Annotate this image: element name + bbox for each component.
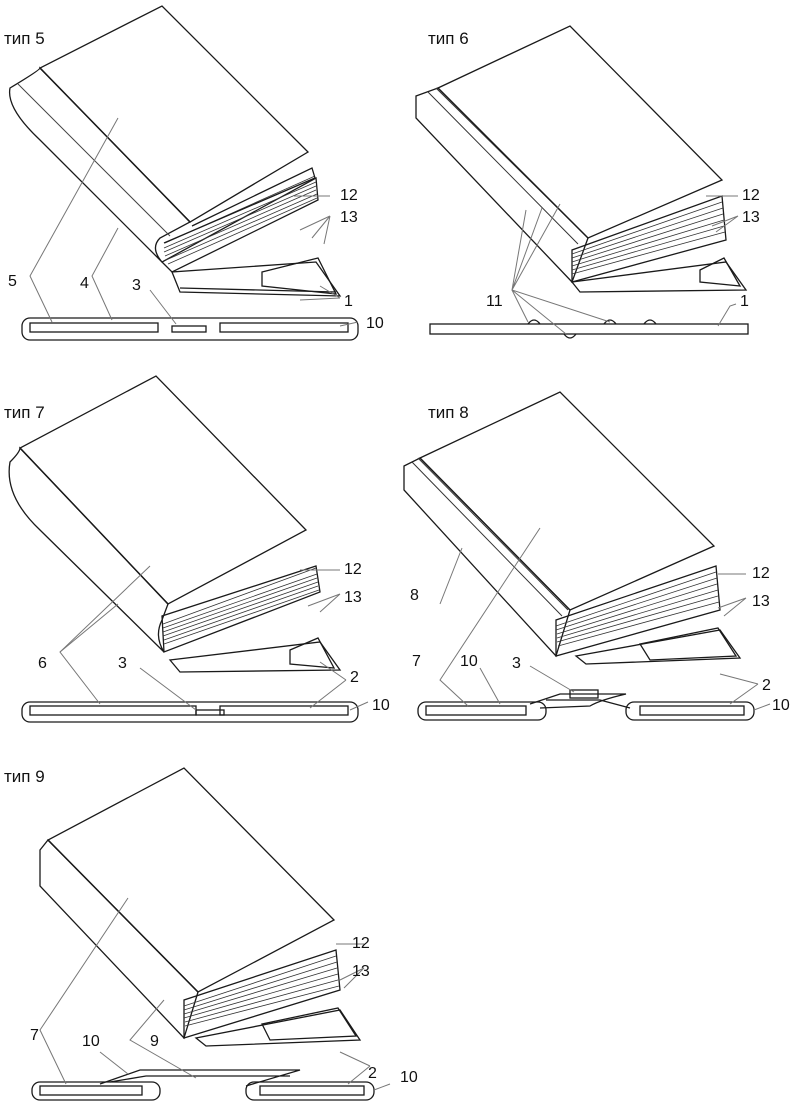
callout-label: 12 (752, 565, 770, 582)
cross-section (429, 319, 749, 339)
book-illustration (39, 767, 362, 1047)
callout-label: 12 (340, 187, 358, 204)
leader-lines (511, 195, 739, 335)
callout-label: 7 (30, 1027, 39, 1044)
book-illustration (403, 391, 742, 665)
callout-label: 2 (350, 669, 359, 686)
callout-label: 12 (742, 187, 760, 204)
callout-label: 11 (486, 293, 503, 310)
diagram-title: тип 9 (4, 767, 45, 786)
callout-label: 10 (372, 697, 390, 714)
callout-label: 13 (752, 593, 770, 610)
callout-label: 3 (132, 277, 141, 294)
book-illustration (8, 375, 342, 673)
cross-section (31, 1069, 375, 1101)
callout-label: 8 (410, 587, 419, 604)
leader-lines (59, 565, 369, 711)
callout-label: 10 (460, 653, 478, 670)
leader-lines (39, 897, 391, 1091)
callout-label: 3 (512, 655, 521, 672)
callout-label: 4 (80, 275, 89, 292)
cross-section (417, 689, 755, 721)
diagram-type-5: тип 5 (4, 5, 384, 341)
callout-label: 1 (740, 293, 749, 310)
callout-label: 6 (38, 655, 47, 672)
callout-label: 13 (352, 963, 370, 980)
diagram-type-6: тип 6 12 13 11 1 (415, 25, 760, 339)
callout-label: 13 (742, 209, 760, 226)
leader-lines (439, 527, 771, 711)
callout-label: 10 (772, 697, 790, 714)
callout-label: 3 (118, 655, 127, 672)
diagram-title: тип 7 (4, 403, 45, 422)
diagram-title: тип 8 (428, 403, 469, 422)
callout-label: 2 (762, 677, 771, 694)
callout-label: 13 (344, 589, 362, 606)
callout-label: 12 (344, 561, 362, 578)
diagram-type-8: тип 8 (403, 391, 790, 721)
book-illustration (8, 5, 342, 297)
book-illustration (415, 25, 748, 293)
callout-label: 5 (8, 273, 17, 290)
callout-label: 13 (340, 209, 358, 226)
cross-section (21, 317, 359, 341)
callout-label: 1 (344, 293, 353, 310)
diagram-title: тип 5 (4, 29, 45, 48)
callout-label: 10 (366, 315, 384, 332)
diagram-title: тип 6 (428, 29, 469, 48)
callout-label: 2 (368, 1065, 377, 1082)
diagram-type-7: тип 7 12 13 (4, 375, 390, 723)
callout-label: 10 (400, 1069, 418, 1086)
cross-section (21, 701, 359, 723)
callout-label: 9 (150, 1033, 159, 1050)
callout-label: 7 (412, 653, 421, 670)
callout-label: 10 (82, 1033, 100, 1050)
callout-label: 12 (352, 935, 370, 952)
leader-lines (29, 117, 359, 327)
diagram-type-9: тип 9 (4, 767, 418, 1101)
